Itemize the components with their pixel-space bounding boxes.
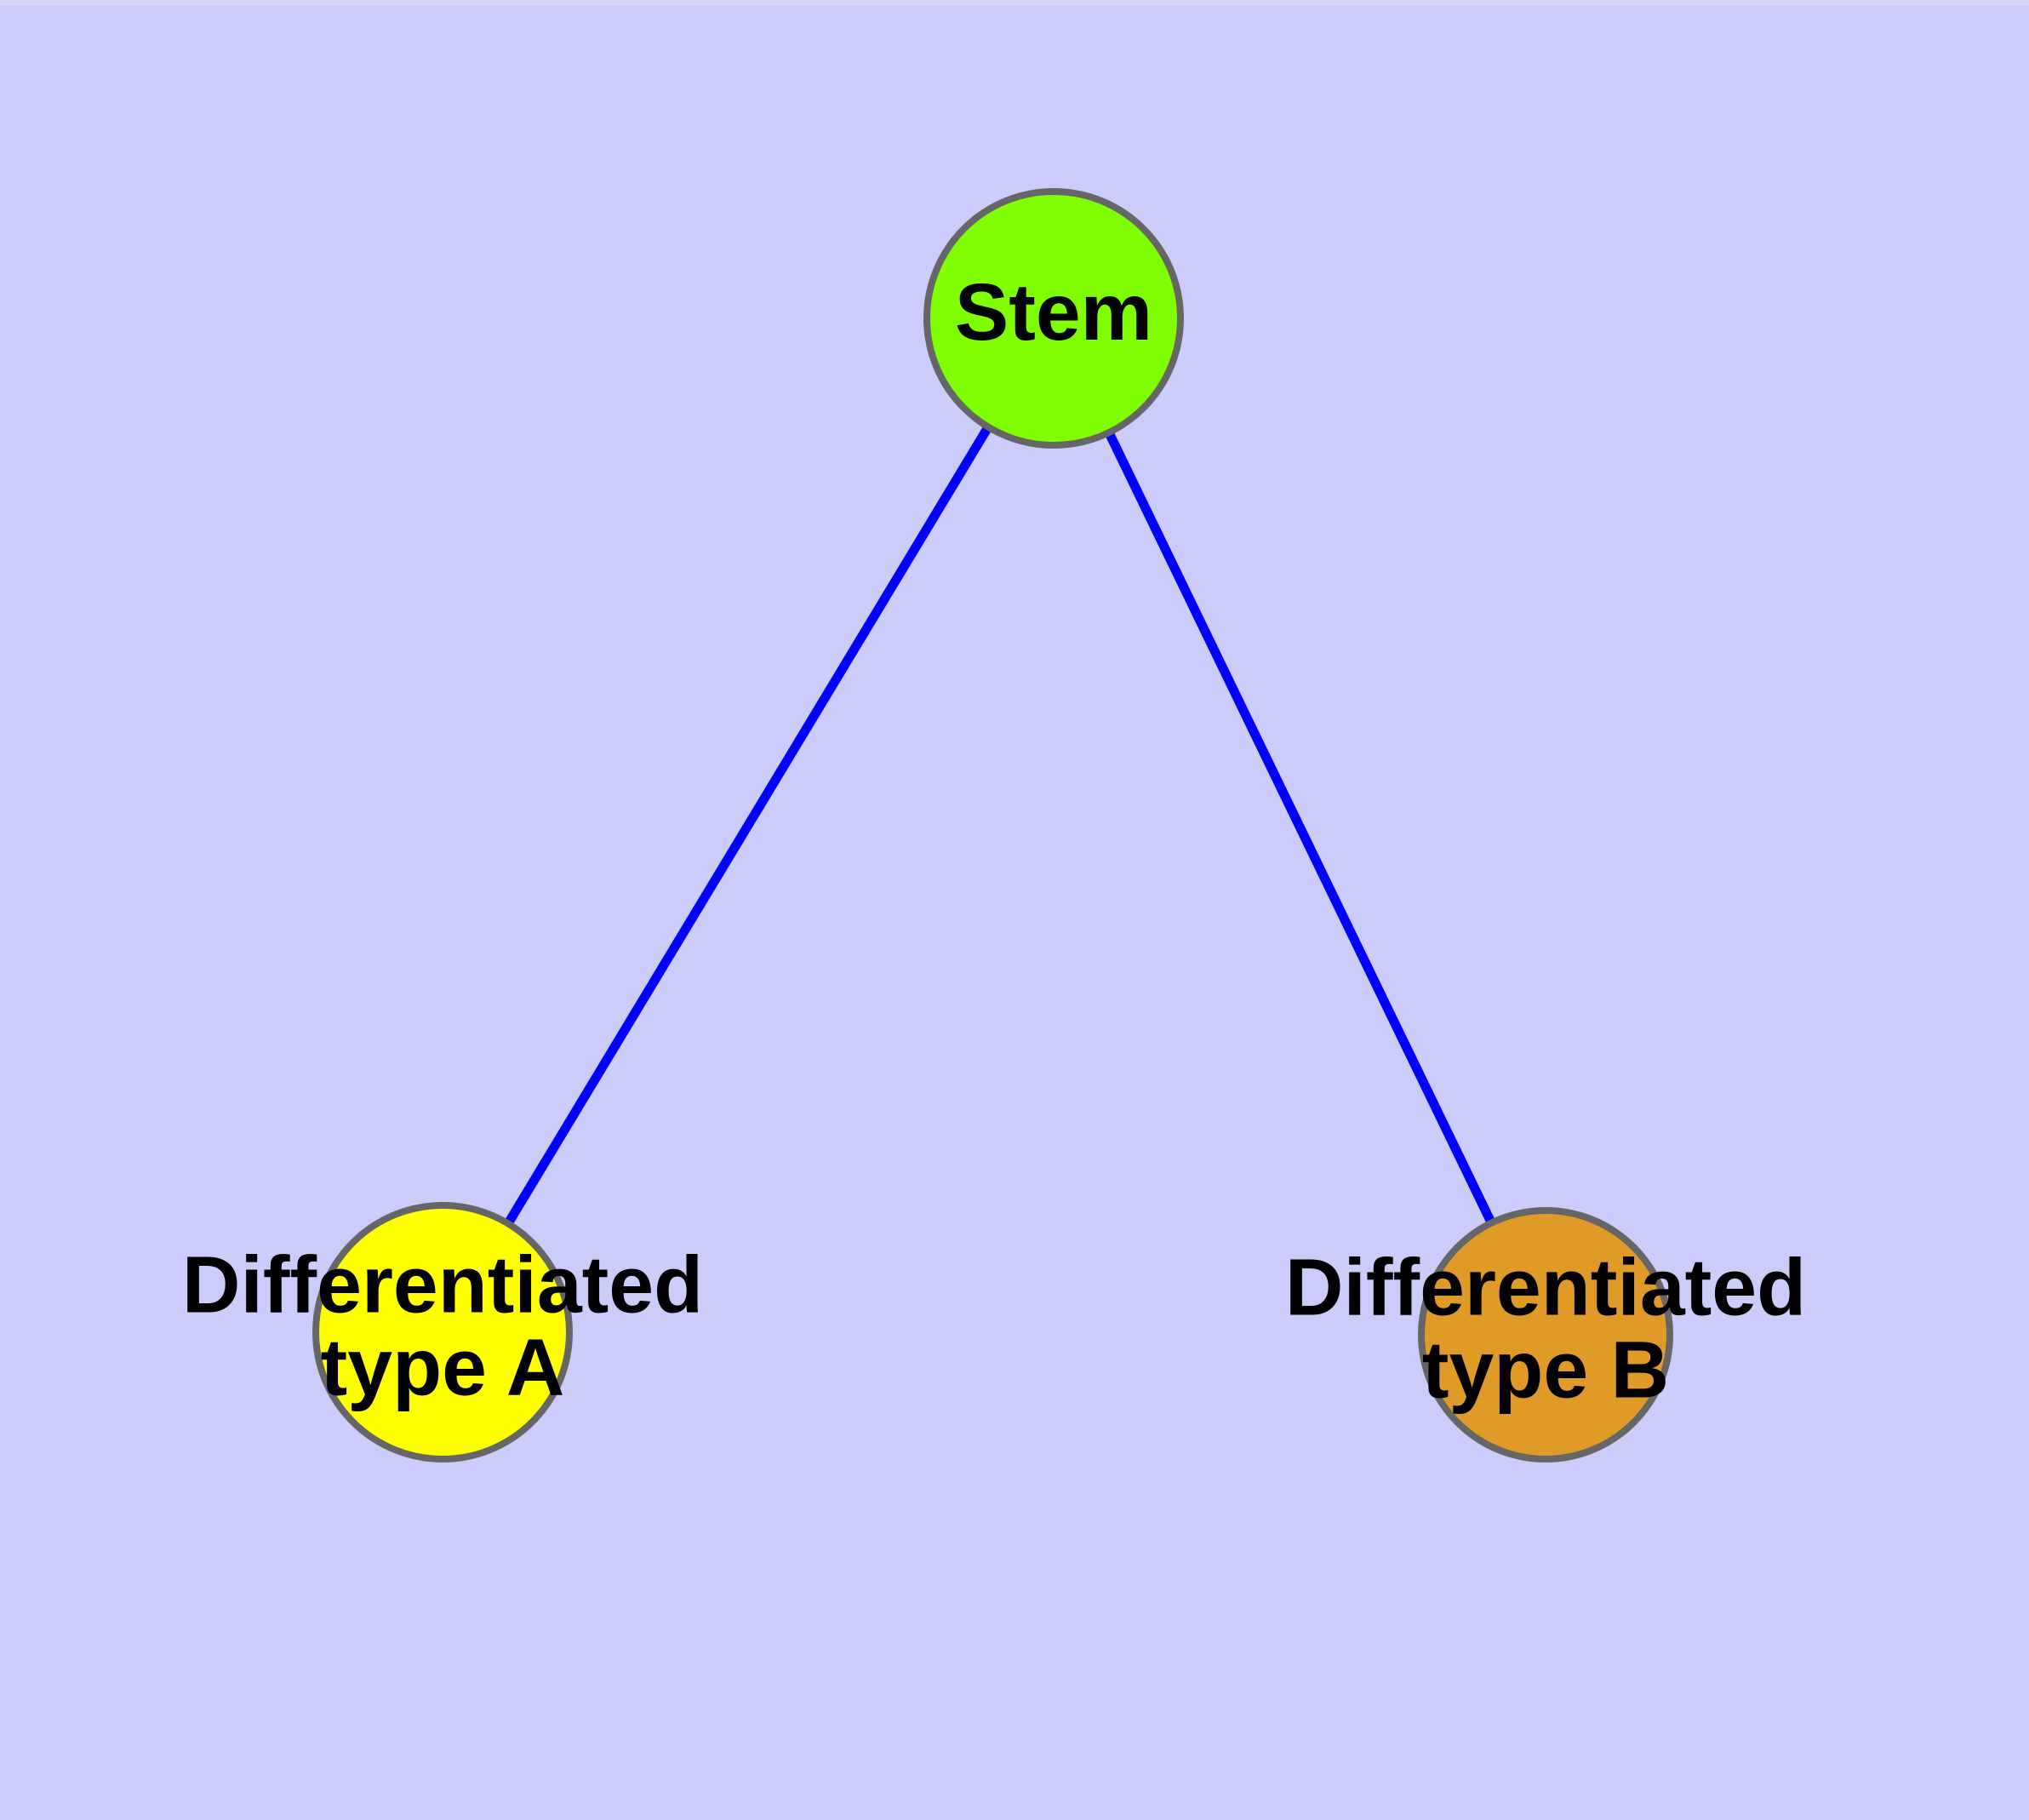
node-label-line: Differentiated [182, 1240, 703, 1331]
node-label-line: Differentiated [1285, 1243, 1806, 1333]
edge-layer [438, 316, 1550, 1337]
node-circle[interactable] [923, 188, 1184, 449]
node-circle[interactable] [312, 1202, 573, 1462]
graph-node-stem[interactable]: Stem [923, 188, 1184, 449]
canvas-top-edge-strip [0, 0, 2029, 6]
graph-edge[interactable] [438, 316, 1058, 1335]
node-label-line: type B [1422, 1325, 1669, 1416]
node-label-line: Stem [955, 267, 1152, 358]
node-label-line: type A [321, 1323, 565, 1413]
node-circle[interactable] [1418, 1207, 1673, 1462]
graph-edge[interactable] [1049, 316, 1550, 1337]
node-label: Stem [955, 267, 1152, 358]
